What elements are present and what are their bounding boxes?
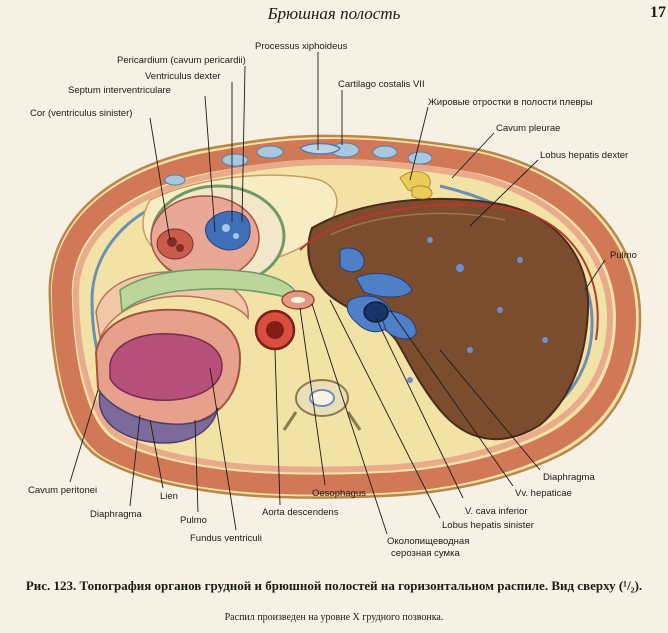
liver-group <box>307 197 590 441</box>
figure-caption: Рис. 123. Топография органов грудной и б… <box>25 578 643 593</box>
stomach-group <box>94 308 242 444</box>
label-bursa-2: серозная сумка <box>391 548 460 559</box>
label-pulmo-left: Pulmo <box>180 515 207 526</box>
xiphoid-process <box>298 142 341 155</box>
label-cor: Cor (ventriculus sinister) <box>30 108 132 119</box>
spleen <box>98 390 219 444</box>
label-fat-processes: Жировые отростки в полости плевры <box>428 97 593 108</box>
liver-small-vessels <box>407 237 548 383</box>
label-pericardium: Pericardium (cavum pericardii) <box>117 55 246 66</box>
label-lien: Lien <box>160 491 178 502</box>
label-lobus-sinister: Lobus hepatis sinister <box>442 520 534 531</box>
labels: Processus xiphoideus Pericardium (cavum … <box>28 41 637 559</box>
label-lobus-dexter: Lobus hepatis dexter <box>540 150 628 161</box>
label-ventriculus-dexter: Ventriculus dexter <box>145 71 221 82</box>
label-cavum-pleurae: Cavum pleurae <box>496 123 560 134</box>
label-vv-hepaticae: Vv. hepaticae <box>515 488 572 499</box>
stomach-lumen <box>109 333 223 401</box>
label-processus-xiphoideus: Processus xiphoideus <box>255 41 348 52</box>
label-aorta: Aorta descendens <box>262 507 339 518</box>
oesophagus-group <box>281 290 315 310</box>
label-cartilago: Cartilago costalis VII <box>338 79 425 90</box>
page-header: Брюшная полость 17 <box>0 0 668 30</box>
label-oesophagus: Oesophagus <box>312 488 366 499</box>
aorta-group <box>254 309 296 351</box>
leader-lines <box>69 52 606 535</box>
label-pulmo-right: Pulmo <box>610 250 637 261</box>
page-title: Брюшная полость <box>267 4 401 23</box>
label-diaphragma-left: Diaphragma <box>90 509 142 520</box>
label-cavum-peritonei: Cavum peritonei <box>28 485 97 496</box>
diaphragm-line <box>299 203 599 341</box>
page-number: 17 <box>650 4 666 21</box>
body-wall-inner <box>72 158 614 473</box>
vertebra-group <box>282 379 362 431</box>
pleural-fat-processes <box>399 171 433 200</box>
label-bursa-1: Околопищеводная <box>387 536 469 547</box>
figure-caption-note: Распил произведен на уровне X грудного п… <box>224 612 444 623</box>
label-v-cava: V. cava inferior <box>465 506 528 517</box>
label-fundus: Fundus ventriculi <box>190 533 262 544</box>
liver-capsule-highlight <box>329 212 506 236</box>
label-diaphragma-right: Diaphragma <box>543 472 595 483</box>
label-septum: Septum interventriculare <box>68 85 171 96</box>
vena-cava-inferior <box>363 301 389 323</box>
